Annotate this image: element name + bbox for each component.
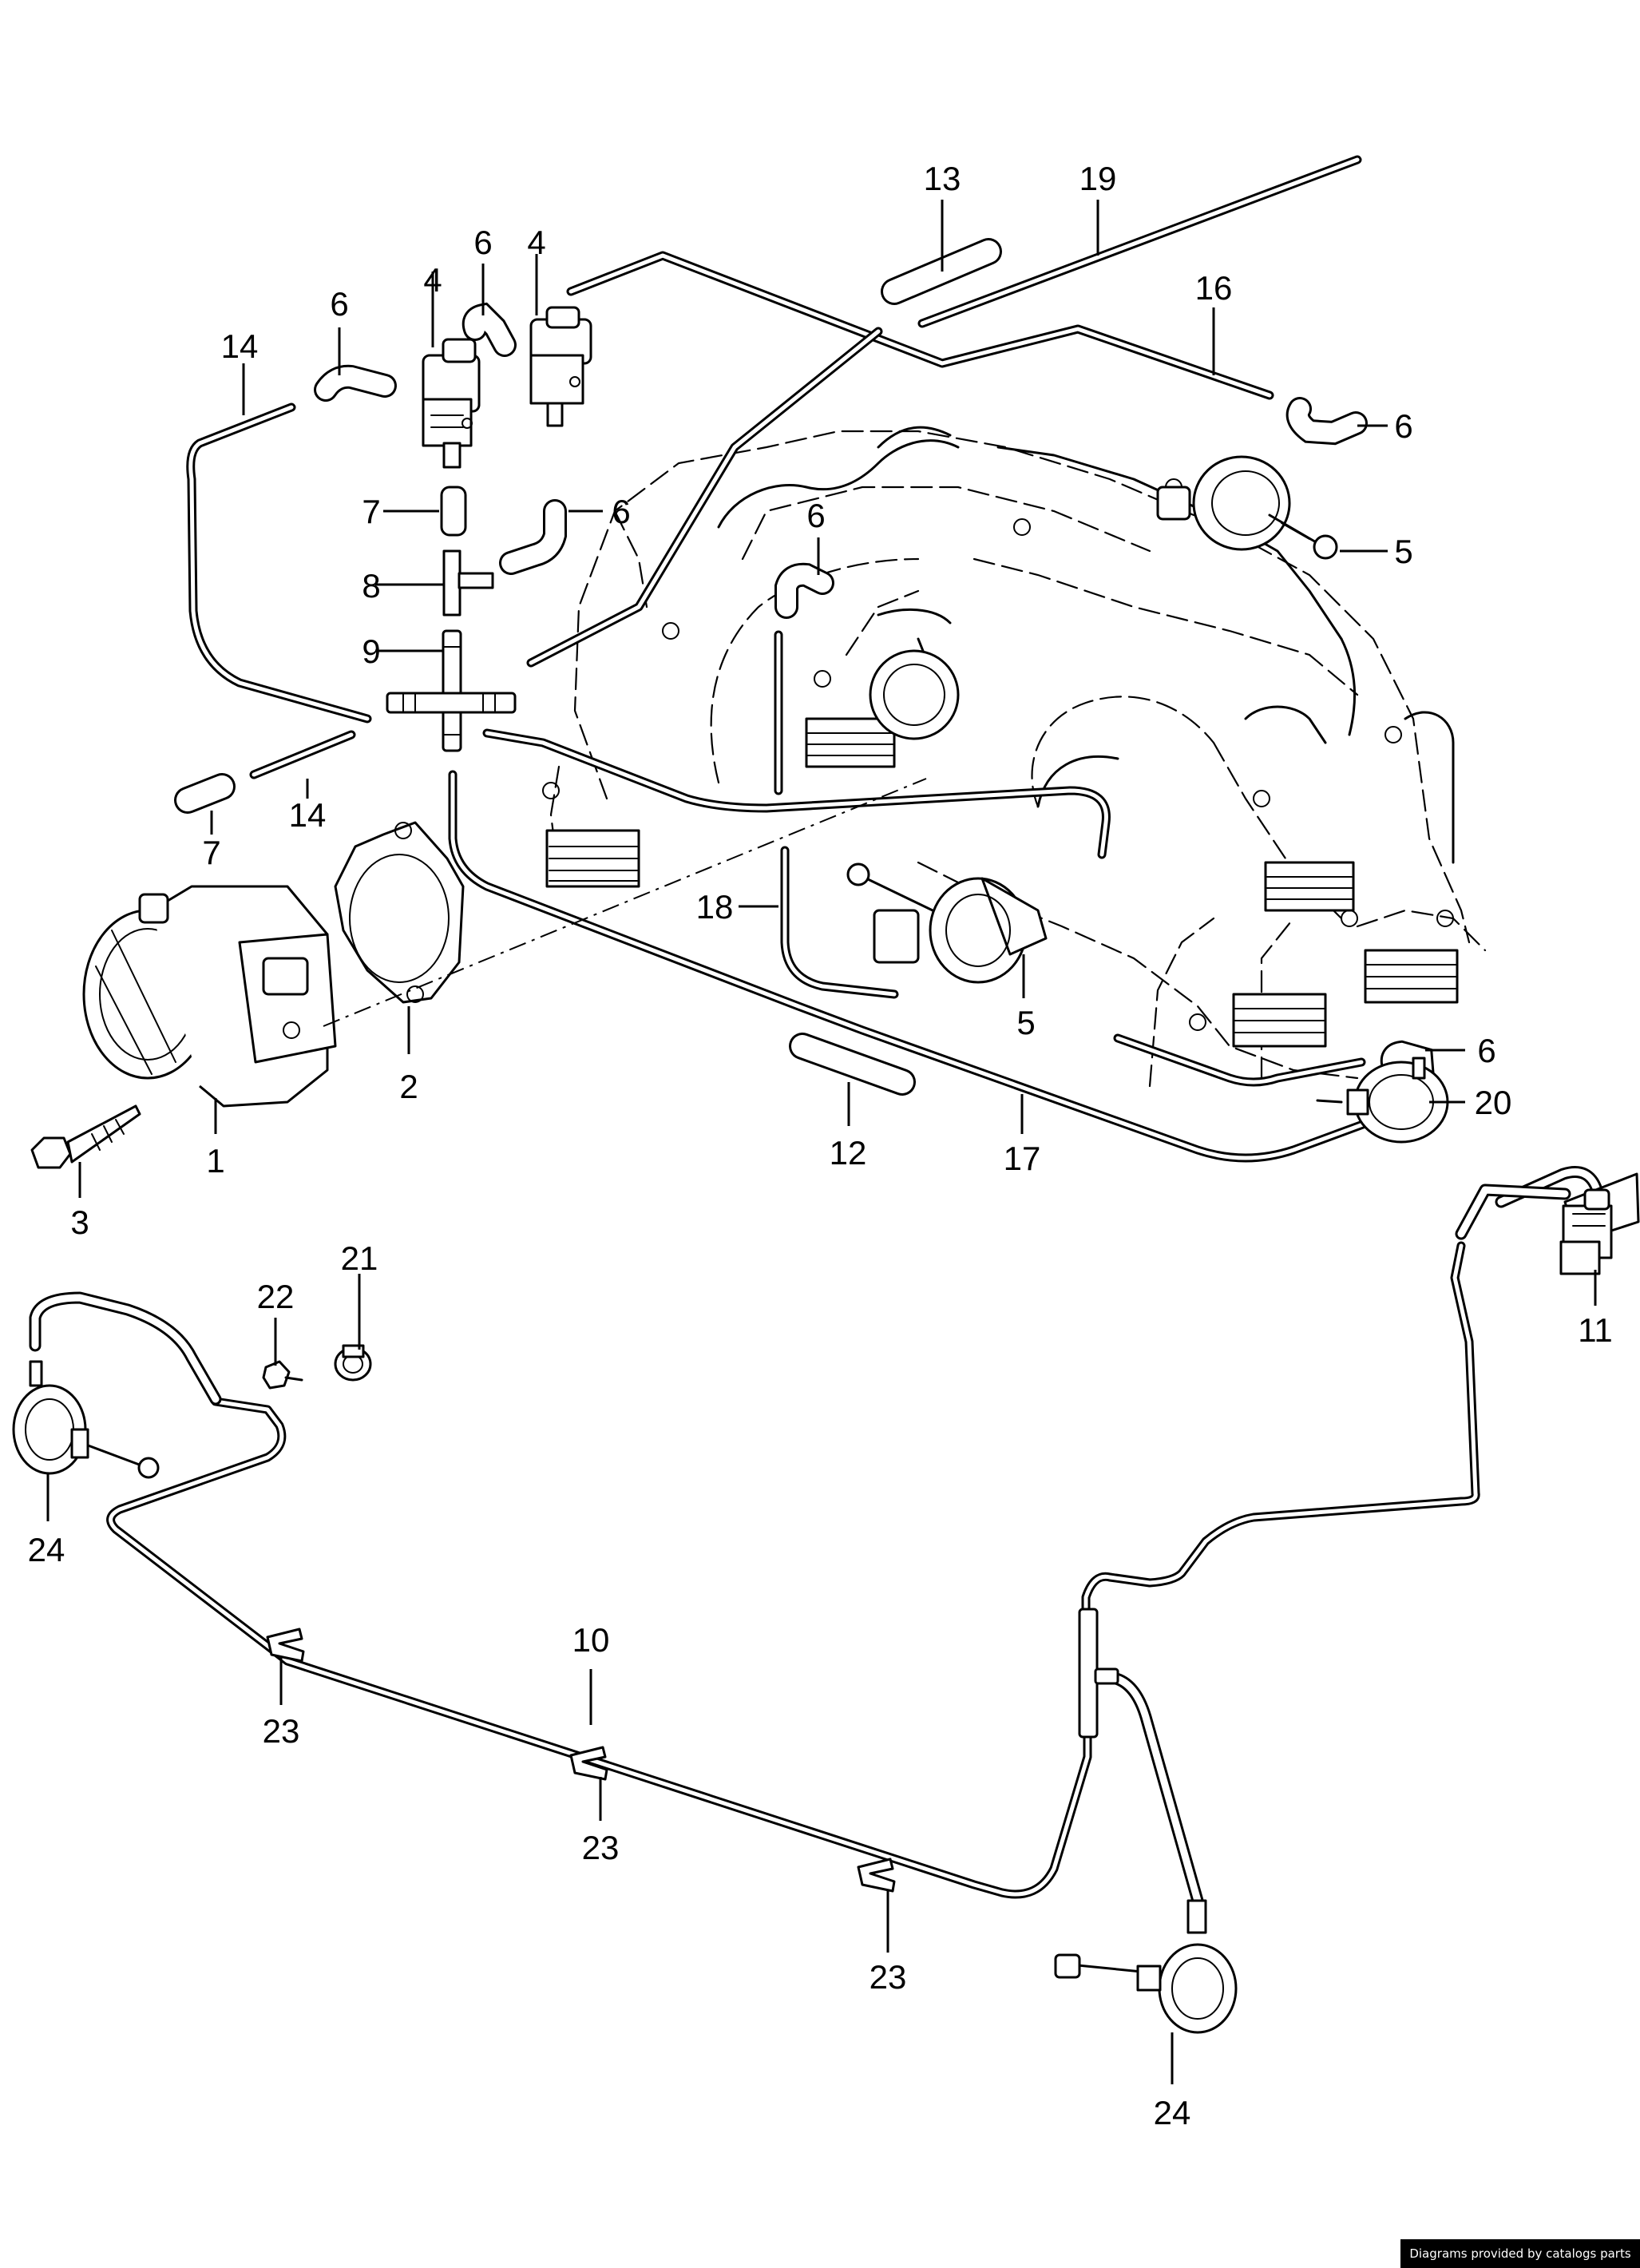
callout-4: 4 [527, 224, 545, 261]
elbow-6-mid [499, 499, 567, 575]
line-clip-23-center [569, 1746, 608, 1781]
callout-18: 18 [696, 888, 734, 926]
callout-16: 16 [1195, 269, 1233, 307]
credit-footer: Diagrams provided by catalogs parts [1400, 2239, 1640, 2268]
callout-8: 8 [362, 567, 380, 605]
callout-7: 7 [202, 834, 220, 871]
elbow-6-manifold [774, 562, 834, 619]
manifold-runner-front-1 [1232, 993, 1327, 1048]
solenoid-valve-4-left [422, 338, 481, 469]
vacuum-actuator-24-left [12, 1360, 160, 1479]
manifold-flange [869, 649, 960, 740]
callout-23: 23 [263, 1712, 300, 1750]
elbow-6-top-left [314, 364, 397, 402]
cross-connector-9 [386, 629, 517, 752]
tee-connector-line-10 [1078, 1608, 1119, 1739]
callout-9: 9 [362, 632, 380, 670]
callout-5: 5 [1016, 1004, 1035, 1041]
bolt-3 [30, 1104, 141, 1169]
screw-22 [262, 1360, 303, 1390]
callout-24: 24 [28, 1531, 65, 1568]
callout-23: 23 [582, 1829, 620, 1866]
vacuum-actuator-5-upper [1156, 455, 1338, 560]
callout-23: 23 [870, 1958, 907, 1996]
callout-6: 6 [1477, 1032, 1495, 1069]
callout-3: 3 [70, 1203, 89, 1241]
callout-13: 13 [924, 160, 961, 197]
clamp-21 [334, 1344, 372, 1382]
callout-24: 24 [1154, 2094, 1191, 2131]
callout-21: 21 [341, 1239, 378, 1277]
vacuum-actuator-20 [1316, 1057, 1449, 1144]
elbow-6-right-top [1285, 397, 1368, 446]
callout-14: 14 [221, 327, 259, 365]
hose-piece-12 [789, 1033, 916, 1096]
throttle-body-1 [82, 885, 337, 1108]
hose-piece-7-lower [174, 773, 236, 814]
callout-2: 2 [399, 1068, 418, 1105]
callout-11: 11 [1578, 1311, 1613, 1349]
callout-14: 14 [289, 796, 327, 834]
line-clip-23-left [266, 1628, 305, 1663]
manifold-runner-center [805, 717, 896, 768]
gasket-2 [334, 821, 465, 1004]
leader-lines [46, 200, 1597, 2084]
elbow-6-top-center [461, 302, 517, 357]
callout-6: 6 [612, 493, 630, 530]
manifold-runner-front-2 [1364, 949, 1459, 1004]
callout-20: 20 [1475, 1084, 1512, 1121]
callout-22: 22 [257, 1278, 295, 1315]
manifold-runner-left [545, 829, 640, 888]
callout-6: 6 [806, 497, 825, 534]
intake-manifold [542, 426, 1487, 1088]
callout-12: 12 [830, 1134, 867, 1172]
vacuum-actuator-5-lower [846, 862, 1048, 984]
callout-19: 19 [1079, 160, 1117, 197]
callout-4: 4 [423, 261, 442, 299]
callout-5: 5 [1394, 533, 1412, 570]
callout-17: 17 [1004, 1140, 1041, 1177]
vacuum-actuator-24-bottom [1054, 1899, 1238, 2034]
solenoid-valve-11 [1559, 1172, 1640, 1275]
callout-10: 10 [572, 1621, 610, 1659]
callout-6: 6 [330, 285, 348, 323]
line-clip-23-right [857, 1858, 896, 1893]
manifold-runner-front-3 [1264, 861, 1355, 912]
hose-piece-7-upper [440, 486, 467, 537]
callout-labels: 13 19 16 6 4 4 6 14 6 5 7 6 6 8 9 7 14 1… [28, 160, 1613, 2131]
callout-6: 6 [1394, 407, 1412, 445]
callout-6: 6 [473, 224, 492, 261]
callout-7: 7 [362, 493, 380, 530]
solenoid-valve-4-right [529, 306, 592, 427]
callout-1: 1 [206, 1142, 224, 1180]
tee-connector-8 [442, 549, 494, 617]
alignment-line [323, 778, 927, 1027]
